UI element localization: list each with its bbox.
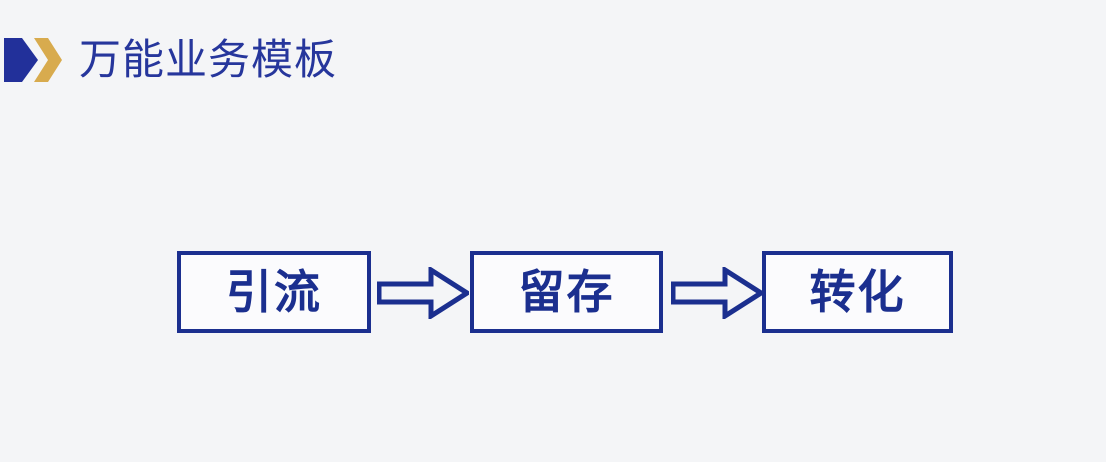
flow-step-label: 引流 [226, 266, 322, 318]
double-chevron-logo [4, 36, 62, 84]
page-header: 万能业务模板 [0, 0, 1106, 120]
flow-step-label: 转化 [809, 266, 906, 318]
flow-step-box-2[interactable]: 留存 [470, 251, 663, 333]
flow-step-label: 留存 [518, 266, 615, 318]
flow-step-box-1[interactable]: 引流 [177, 251, 371, 333]
arrow-right-icon [376, 265, 472, 321]
logo-accent-chevron-icon [34, 38, 62, 82]
page-title: 万能业务模板 [79, 36, 338, 83]
flow-arrow-2 [670, 265, 766, 321]
flow-arrow-1 [376, 265, 472, 321]
arrow-right-icon [670, 265, 766, 321]
flow-step-box-3[interactable]: 转化 [762, 251, 953, 333]
logo-primary-chevron-icon [4, 38, 38, 82]
